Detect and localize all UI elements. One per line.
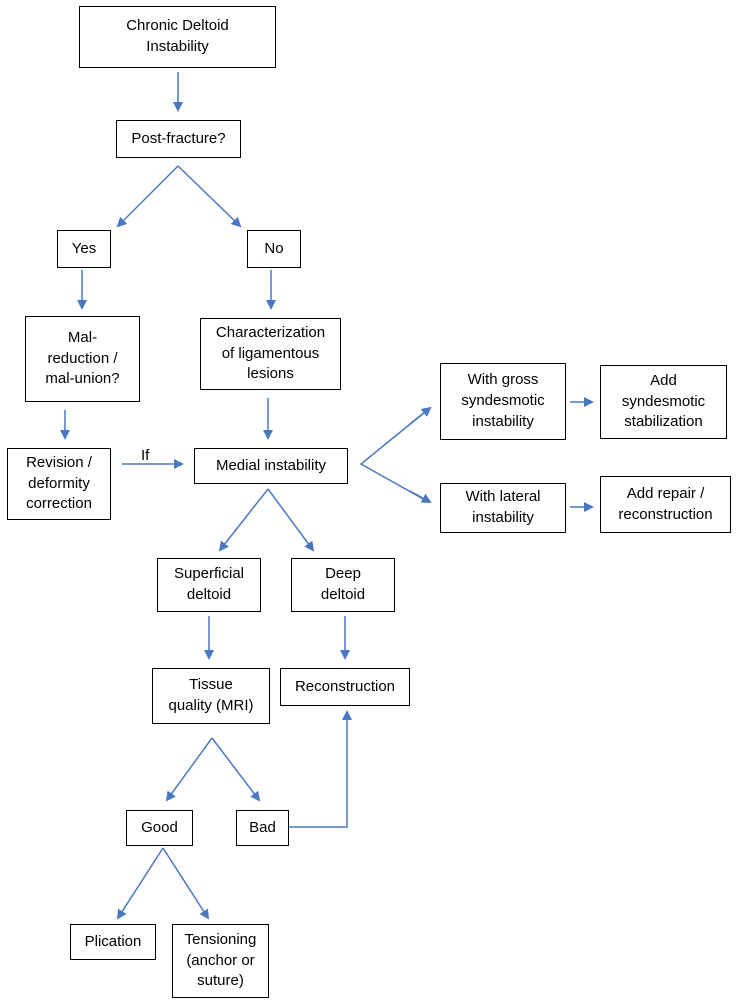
node-yes: Yes <box>57 230 111 268</box>
node-add-repair-reconstruction: Add repair / reconstruction <box>600 476 731 533</box>
arrow-medial-to-branches <box>359 411 426 501</box>
arrow-good-to-plication <box>116 847 164 920</box>
arrow-tissue-to-bad <box>211 737 261 802</box>
node-gross-syndesmotic-instability: With gross syndesmotic instability <box>440 363 566 440</box>
node-tissue-quality: Tissue quality (MRI) <box>152 668 270 724</box>
node-malreduction: Mal- reduction / mal-union? <box>25 316 140 402</box>
node-lateral-instability: With lateral instability <box>440 483 566 533</box>
node-chronic-deltoid-instability: Chronic Deltoid Instability <box>79 6 276 68</box>
arrow-medial-to-lateral <box>409 490 432 503</box>
node-revision: Revision / deformity correction <box>7 448 111 520</box>
node-plication: Plication <box>70 924 156 960</box>
edge-label-if: If <box>141 447 150 464</box>
node-medial-instability: Medial instability <box>194 448 348 484</box>
arrow-tissue-to-good <box>165 737 213 802</box>
arrow-medial-to-gross-syndesmotic <box>409 406 432 425</box>
node-tensioning: Tensioning (anchor or suture) <box>172 924 269 998</box>
node-deep-deltoid: Deep deltoid <box>291 558 395 612</box>
arrow-postfracture-to-yes <box>116 165 179 228</box>
node-reconstruction: Reconstruction <box>280 668 410 706</box>
node-good: Good <box>126 810 193 846</box>
arrow-bad-to-reconstruction <box>289 710 352 828</box>
arrow-postfracture-to-no <box>177 165 242 228</box>
arrow-good-to-tensioning <box>162 847 210 920</box>
node-no: No <box>247 230 301 268</box>
node-add-syndesmotic-stabilization: Add syndesmotic stabilization <box>600 365 727 439</box>
node-post-fracture: Post-fracture? <box>116 120 241 158</box>
arrow-medial-to-superficial <box>218 488 269 552</box>
arrow-medial-to-deep <box>267 488 315 552</box>
node-characterization: Characterization of ligamentous lesions <box>200 318 341 390</box>
node-bad: Bad <box>236 810 289 846</box>
node-superficial-deltoid: Superficial deltoid <box>157 558 261 612</box>
